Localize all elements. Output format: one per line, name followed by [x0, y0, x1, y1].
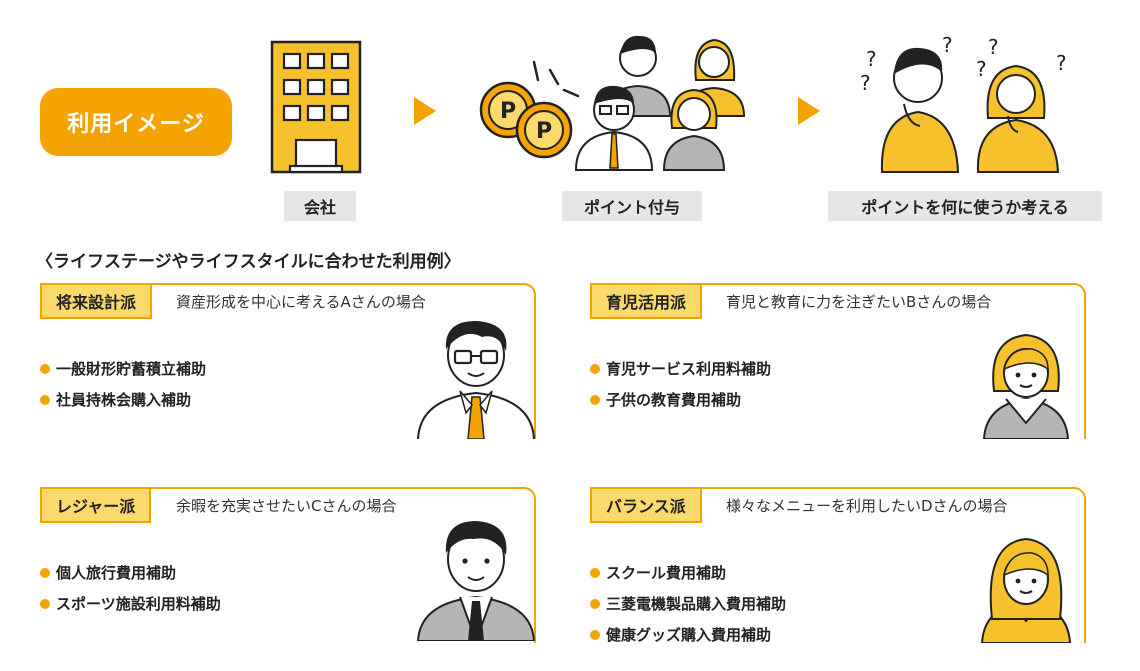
- svg-text:?: ?: [976, 57, 987, 81]
- card-description: 様々なメニューを利用したいDさんの場合: [726, 497, 1008, 515]
- flow-arrow-1: [414, 97, 436, 125]
- card-future-planning: 将来設計派 資産形成を中心に考えるAさんの場合 一般財形貯蓄積立補助 社員持株会…: [40, 283, 536, 439]
- section-subtitle: 〈ライフステージやライフスタイルに合わせた利用例〉: [36, 252, 461, 272]
- card-frame: [40, 487, 536, 643]
- bullet-icon: [40, 598, 50, 609]
- item-label: スクール費用補助: [606, 564, 727, 582]
- list-item: 育児サービス利用料補助: [590, 353, 771, 384]
- item-label: 一般財形貯蓄積立補助: [56, 360, 207, 378]
- card-description: 資産形成を中心に考えるAさんの場合: [176, 293, 426, 311]
- list-item: 健康グッズ購入費用補助: [590, 619, 786, 650]
- item-label: スポーツ施設利用料補助: [56, 595, 221, 613]
- bullet-icon: [40, 363, 50, 374]
- woman-bob-icon: [982, 333, 1070, 439]
- usage-image-badge: 利用イメージ: [40, 88, 232, 156]
- svg-text:?: ?: [1056, 51, 1067, 75]
- card-tag: 将来設計派: [40, 283, 153, 319]
- list-item: スポーツ施設利用料補助: [40, 588, 221, 619]
- man-glasses-icon: [417, 321, 535, 439]
- step-label-points-granted: ポイント付与: [562, 191, 702, 221]
- svg-text:?: ?: [860, 71, 871, 95]
- item-label: 社員持株会購入補助: [56, 391, 192, 409]
- card-tag: 育児活用派: [590, 283, 703, 319]
- card-frame: [590, 283, 1086, 439]
- flow-arrow-2: [798, 97, 820, 125]
- bullet-icon: [590, 598, 600, 609]
- svg-text:P: P: [536, 119, 552, 144]
- benefit-list: スクール費用補助 三菱電機製品購入費用補助 健康グッズ購入費用補助: [590, 557, 786, 650]
- list-item: 子供の教育費用補助: [590, 384, 771, 415]
- list-item: 一般財形貯蓄積立補助: [40, 353, 206, 384]
- list-item: 個人旅行費用補助: [40, 557, 221, 588]
- thinking-people-icon: ??? ???: [860, 33, 1067, 173]
- card-balance: バランス派 様々なメニューを利用したいDさんの場合 スクール費用補助 三菱電機製…: [590, 487, 1086, 644]
- list-item: 三菱電機製品購入費用補助: [590, 588, 786, 619]
- item-label: 三菱電機製品購入費用補助: [606, 595, 787, 613]
- bullet-icon: [40, 567, 50, 578]
- svg-text:?: ?: [942, 33, 953, 57]
- svg-text:?: ?: [866, 47, 877, 71]
- step-label-think-usage: ポイントを何に使うか考える: [828, 191, 1102, 221]
- bullet-icon: [590, 629, 600, 640]
- card-tag: バランス派: [590, 487, 702, 523]
- card-description: 育児と教育に力を注ぎたいBさんの場合: [726, 293, 992, 311]
- card-frame: [590, 487, 1086, 643]
- item-label: 子供の教育費用補助: [606, 391, 742, 409]
- list-item: スクール費用補助: [590, 557, 786, 588]
- bullet-icon: [590, 394, 600, 405]
- benefit-list: 一般財形貯蓄積立補助 社員持株会購入補助: [40, 353, 206, 415]
- svg-text:?: ?: [988, 35, 999, 59]
- card-frame: [40, 283, 536, 439]
- svg-text:P: P: [500, 99, 516, 124]
- item-label: 個人旅行費用補助: [56, 564, 177, 582]
- list-item: 社員持株会購入補助: [40, 384, 206, 415]
- building-icon: [270, 40, 362, 174]
- item-label: 健康グッズ購入費用補助: [606, 626, 772, 644]
- bullet-icon: [590, 567, 600, 578]
- woman-longhair-icon: [980, 537, 1072, 643]
- card-childcare: 育児活用派 育児と教育に力を注ぎたいBさんの場合 育児サービス利用料補助 子供の…: [590, 283, 1086, 439]
- man-suit-icon: [416, 521, 536, 641]
- card-leisure: レジャー派 余暇を充実させたいCさんの場合 個人旅行費用補助 スポーツ施設利用料…: [40, 487, 536, 643]
- benefit-list: 育児サービス利用料補助 子供の教育費用補助: [590, 353, 771, 415]
- item-label: 育児サービス利用料補助: [606, 360, 772, 378]
- benefit-list: 個人旅行費用補助 スポーツ施設利用料補助: [40, 557, 221, 619]
- bullet-icon: [40, 394, 50, 405]
- points-employees-icon: P P: [479, 35, 746, 171]
- step-label-company: 会社: [284, 191, 356, 221]
- card-description: 余暇を充実させたいCさんの場合: [176, 497, 397, 515]
- bullet-icon: [590, 363, 600, 374]
- card-tag: レジャー派: [40, 487, 152, 523]
